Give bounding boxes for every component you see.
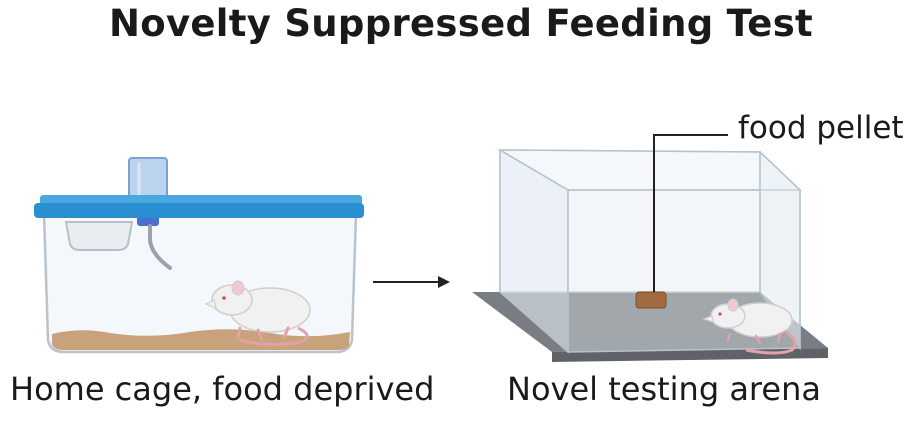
- food-hopper: [64, 221, 134, 251]
- cage-lid: [40, 195, 362, 205]
- arena-caption: Novel testing arena: [507, 370, 821, 408]
- sipper-tube: [148, 224, 172, 270]
- home-cage-caption: Home cage, food deprived: [10, 370, 435, 408]
- cage-lid-rim: [34, 203, 364, 218]
- rat-home-cage: [204, 280, 311, 347]
- food-pellet-label: food pellet: [738, 110, 904, 146]
- testing-arena: [472, 134, 828, 362]
- diagram-title: Novelty Suppressed Feeding Test: [108, 2, 814, 45]
- home-cage: [34, 157, 364, 354]
- pellet-leader-line: [653, 134, 728, 292]
- transition-arrow: [373, 276, 450, 288]
- rat-testing-arena: [702, 298, 797, 355]
- food-pellet: [635, 291, 667, 309]
